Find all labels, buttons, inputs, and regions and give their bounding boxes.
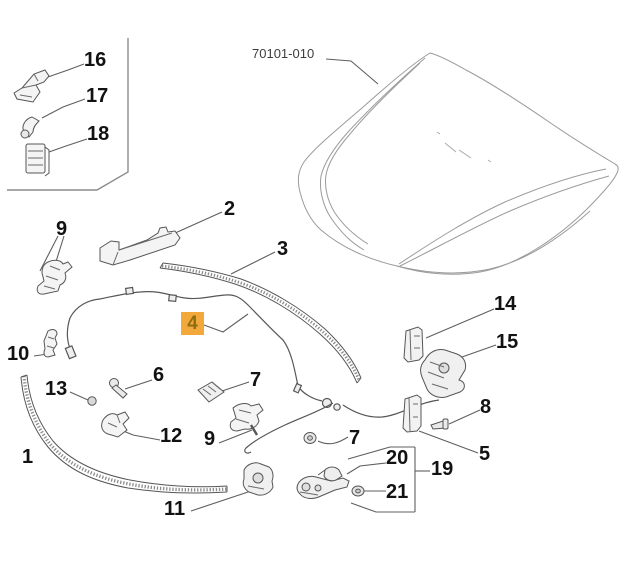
- callout-18[interactable]: 18: [87, 123, 110, 145]
- hood-left-crease-1: [320, 57, 426, 251]
- hood-washer-marks: [436, 131, 492, 163]
- callout-1[interactable]: 1: [22, 446, 34, 468]
- part-drawing-3: [159, 262, 362, 384]
- part-drawing-7-plate: [197, 381, 225, 403]
- callout-9-lower[interactable]: 9: [204, 428, 216, 450]
- leader-11: [190, 488, 258, 512]
- callout-17[interactable]: 17: [86, 85, 109, 107]
- bracket-19-top: [347, 446, 415, 460]
- part-drawing-9-left: [36, 259, 73, 295]
- hood-bottom-crease: [396, 210, 591, 274]
- callout-7-top[interactable]: 7: [250, 369, 262, 391]
- leader-9-lower: [218, 429, 253, 444]
- hood-front-crease-1: [398, 168, 607, 265]
- part-drawing-20-lever: [317, 466, 343, 482]
- part-drawing-7-grommet: [303, 432, 317, 444]
- callout-16[interactable]: 16: [84, 49, 107, 71]
- leader-20: [346, 462, 387, 475]
- callout-19[interactable]: 19: [431, 458, 454, 480]
- callout-5[interactable]: 5: [479, 443, 491, 465]
- leader-6: [124, 379, 153, 390]
- callout-20[interactable]: 20: [386, 447, 409, 469]
- callout-3[interactable]: 3: [277, 238, 289, 260]
- part-drawing-11: [242, 462, 274, 496]
- leader-5: [418, 430, 479, 454]
- callout-15[interactable]: 15: [496, 331, 519, 353]
- part-drawing-8: [430, 418, 449, 430]
- leader-14: [425, 308, 495, 339]
- callout-6[interactable]: 6: [153, 364, 165, 386]
- leader-part-code: [325, 58, 379, 85]
- part-drawing-6: [109, 378, 128, 399]
- leader-17: [41, 98, 86, 119]
- hood-left-crease-2: [325, 62, 421, 245]
- leader-lines: [33, 58, 497, 513]
- part-drawing-12: [101, 411, 130, 438]
- part-drawing-15: [420, 349, 467, 398]
- leader-13: [69, 391, 89, 401]
- part-code-label: 70101-010: [252, 46, 315, 61]
- leader-3: [230, 251, 276, 275]
- callout-14[interactable]: 14: [494, 293, 517, 315]
- leader-12: [120, 429, 161, 441]
- part-drawing-14: [403, 326, 424, 363]
- part-drawing-10: [43, 329, 58, 358]
- callout-7-bottom[interactable]: 7: [349, 427, 361, 449]
- callout-10[interactable]: 10: [7, 343, 30, 365]
- inset-box-border: [7, 38, 129, 191]
- callout-11[interactable]: 11: [164, 498, 186, 520]
- part-drawing-17: [20, 116, 40, 139]
- part-drawing-2: [99, 226, 181, 266]
- callout-8[interactable]: 8: [480, 396, 492, 418]
- part-drawing-1: [20, 374, 228, 494]
- leader-16: [47, 63, 85, 78]
- hood-drawing: [297, 52, 619, 275]
- part-drawing-9-lower: [229, 403, 264, 436]
- callout-13[interactable]: 13: [45, 378, 68, 400]
- leader-4: [203, 313, 249, 333]
- callout-9-left[interactable]: 9: [56, 218, 68, 240]
- leader-8: [448, 409, 481, 425]
- callout-12[interactable]: 12: [160, 425, 183, 447]
- part-drawing-5: [402, 394, 422, 433]
- callout-2[interactable]: 2: [224, 198, 236, 220]
- part-drawing-18: [25, 143, 50, 177]
- leader-18: [48, 138, 88, 153]
- part-drawing-13: [87, 396, 97, 406]
- part-drawing-19-latch: [296, 475, 350, 499]
- bracket-19-bottom: [350, 502, 415, 513]
- part-drawing-21-bumper: [351, 485, 365, 497]
- leader-7-bottom: [317, 436, 349, 445]
- part-drawing-16: [13, 69, 50, 103]
- leader-7-top: [221, 381, 250, 392]
- callout-4-highlighted[interactable]: 4: [181, 312, 204, 335]
- hood-front-crease-2: [399, 175, 610, 267]
- callout-21[interactable]: 21: [386, 481, 409, 503]
- hood-outline: [297, 52, 619, 275]
- leader-2: [172, 211, 223, 235]
- part-drawing-4-hose: [64, 286, 440, 454]
- leader-15: [461, 344, 497, 358]
- leader-9-left-a: [39, 235, 59, 272]
